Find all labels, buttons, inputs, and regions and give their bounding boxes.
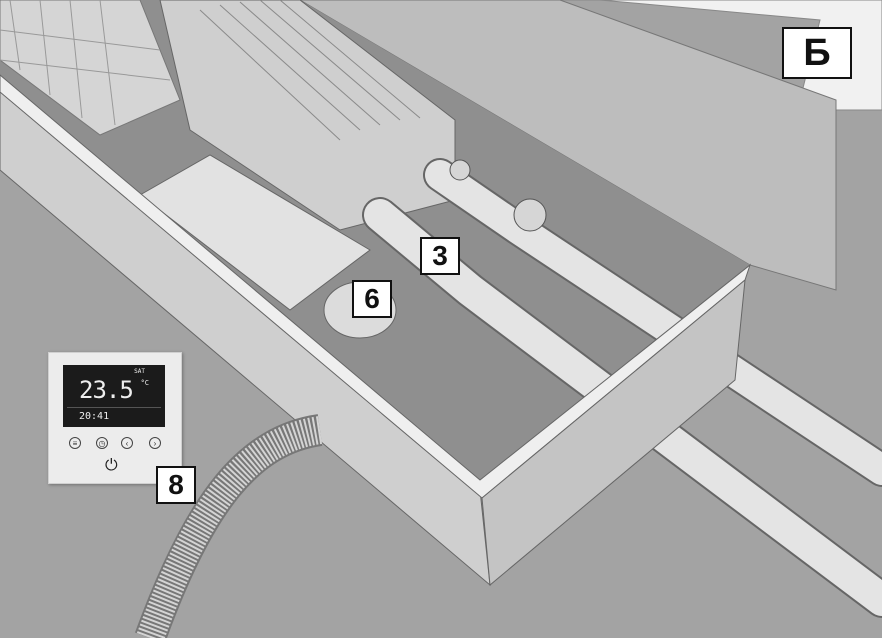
chevron-right-icon[interactable]: › [149, 437, 161, 449]
menu-icon[interactable]: ≡ [69, 437, 81, 449]
valve-cap [449, 159, 471, 181]
power-icon[interactable]: ⏻ [105, 457, 118, 474]
unit-readout: °C [140, 379, 149, 387]
temperature-readout: 23.5 [79, 376, 134, 404]
view-label: Б [782, 27, 852, 79]
valve-label: 3 [420, 237, 460, 275]
valve-handle [513, 198, 547, 232]
grille [0, 0, 181, 136]
chevron-left-icon[interactable]: ‹ [121, 437, 133, 449]
display-divider [67, 407, 161, 408]
control-box [139, 154, 371, 311]
trench-end-wall [481, 278, 746, 586]
actuator-label: 6 [352, 280, 392, 318]
pipes [362, 158, 882, 618]
thermostat-label: 8 [156, 466, 196, 504]
grille-lines [0, 0, 171, 126]
day-readout: SAT [134, 368, 145, 375]
room-thermostat: SAT 23.5 °C 20:41 ≡ ◷ ‹ › ⏻ [48, 352, 182, 484]
time-readout: 20:41 [79, 411, 110, 422]
thermostat-display: SAT 23.5 °C 20:41 [63, 365, 165, 427]
fins [199, 0, 421, 141]
clock-icon[interactable]: ◷ [96, 437, 108, 449]
